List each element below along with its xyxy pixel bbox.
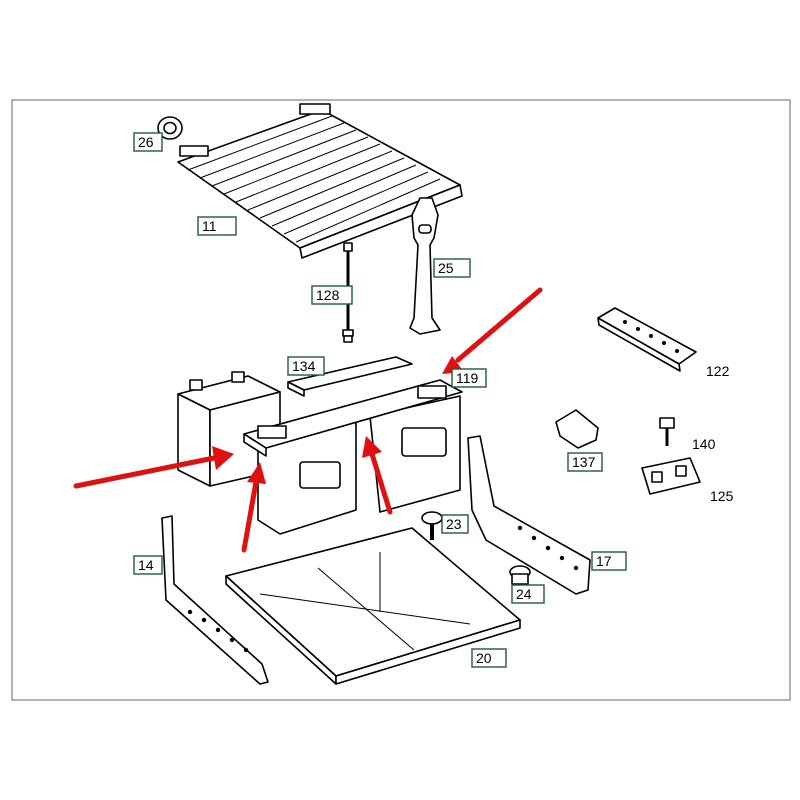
callout-text-122: 122 [706,363,730,379]
part-25-holder-strap [409,197,441,335]
callout-text-119: 119 [456,370,479,386]
diagram-frame [11,99,791,701]
callout-text-20: 20 [476,650,492,666]
callout-23: 23 [441,514,469,534]
callout-text-140: 140 [692,436,716,452]
callout-box-11 [197,216,237,236]
part-122-plate [597,307,697,372]
callout-box-14 [133,555,163,575]
part-119-hold-down [243,379,463,457]
callout-box-26 [133,132,163,152]
callout-box-24 [511,584,545,604]
callout-text-23: 23 [446,516,462,532]
callout-text-24: 24 [516,586,532,602]
callout-box-20 [471,648,507,668]
callout-17: 17 [591,551,627,571]
part-26-grommet [157,116,183,140]
callout-box-23 [441,514,469,534]
annotation-arrow-4 [442,287,543,374]
callout-text-26: 26 [138,134,154,150]
callout-128: 128 [311,285,353,305]
callout-26: 26 [133,132,163,152]
part-23-bolt [421,511,443,540]
callout-box-137 [567,452,603,472]
callout-text-134: 134 [292,358,316,374]
callout-25: 25 [433,258,471,278]
annotation-arrow-2 [241,462,266,553]
callout-text-128: 128 [316,287,340,303]
callout-text-25: 25 [438,260,454,276]
callout-11: 11 [197,216,237,236]
callout-labels: 26 11 25 128 134 119 122 140 137 125 23 14 17 24 20 [133,132,734,668]
part-20-tray [225,527,521,685]
part-24-mount [509,565,531,585]
part-137-clip [555,409,599,449]
callout-24: 24 [511,584,545,604]
part-125-bracket [641,457,701,495]
callout-137: 137 [567,452,603,472]
callout-122: 122 [706,363,730,379]
annotation-arrow-3 [362,436,393,515]
callout-box-17 [591,551,627,571]
callout-134: 134 [287,356,325,376]
callout-140: 140 [692,436,716,452]
part-17-right-bracket [467,435,591,595]
callout-14: 14 [133,555,163,575]
callout-20: 20 [471,648,507,668]
part-14-left-bracket [161,515,269,685]
callout-125: 125 [710,488,734,504]
callout-text-14: 14 [138,557,154,573]
callout-box-25 [433,258,471,278]
callout-box-134 [287,356,325,376]
battery-box-right [369,395,461,513]
part-134-cover-strip [287,356,413,397]
callout-119: 119 [451,368,487,388]
callout-text-11: 11 [202,218,217,234]
part-140-bolt [659,417,675,446]
callout-text-137: 137 [572,454,596,470]
annotation-arrow-1 [73,446,234,489]
callout-box-119 [451,368,487,388]
callout-text-17: 17 [596,553,612,569]
callout-box-128 [311,285,353,305]
callout-text-125: 125 [710,488,734,504]
